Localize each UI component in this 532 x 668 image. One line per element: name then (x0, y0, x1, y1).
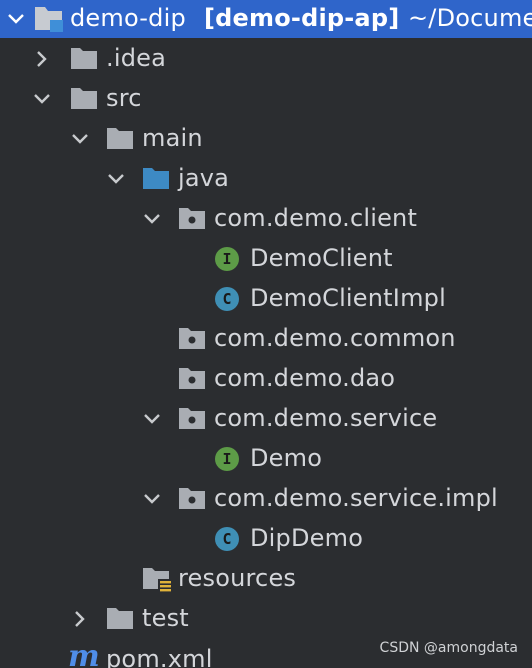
tree-row-resources[interactable]: resources (0, 559, 532, 599)
tree-row-com-demo-service-impl[interactable]: com.demo.service.impl (0, 479, 532, 519)
package-icon (179, 408, 205, 429)
tree-label: .idea (106, 44, 167, 72)
tree-label: com.demo.client (214, 204, 418, 232)
chevron-down-icon[interactable] (104, 167, 128, 191)
tree-row-pom-xml[interactable]: m pom.xml (0, 639, 532, 668)
module-folder-icon (35, 7, 63, 32)
tree-row-com-demo-dao[interactable]: com.demo.dao (0, 359, 532, 399)
chevron-down-icon[interactable] (4, 7, 28, 31)
tree-label: com.demo.dao (214, 364, 396, 392)
tree-label: DipDemo (250, 524, 364, 552)
package-icon (179, 488, 205, 509)
class-icon: C (215, 527, 239, 551)
chevron-down-icon[interactable] (140, 487, 164, 511)
interface-icon: I (215, 447, 239, 471)
project-path: ~/Docume (408, 4, 532, 32)
interface-icon: I (215, 247, 239, 271)
chevron-right-icon[interactable] (68, 607, 92, 631)
tree-row-main[interactable]: main (0, 119, 532, 159)
chevron-down-icon[interactable] (68, 127, 92, 151)
project-module: [demo-dip-ap] (204, 4, 400, 32)
tree-row-demo[interactable]: I Demo (0, 439, 532, 479)
source-folder-icon (143, 168, 169, 189)
tree-row-java[interactable]: java (0, 159, 532, 199)
chevron-down-icon[interactable] (140, 207, 164, 231)
package-icon (179, 208, 205, 229)
class-icon: C (215, 287, 239, 311)
package-icon (179, 328, 205, 349)
tree-row-src[interactable]: src (0, 79, 532, 119)
chevron-down-icon[interactable] (140, 407, 164, 431)
tree-row-democlientimpl[interactable]: C DemoClientImpl (0, 279, 532, 319)
package-icon (179, 368, 205, 389)
chevron-right-icon[interactable] (30, 47, 54, 71)
tree-label: main (142, 124, 203, 152)
tree-row-com-demo-common[interactable]: com.demo.common (0, 319, 532, 359)
tree-label: com.demo.service (214, 404, 438, 432)
folder-icon (107, 608, 133, 629)
tree-label: pom.xml (106, 645, 213, 668)
folder-icon (71, 48, 97, 69)
tree-label: Demo (250, 444, 323, 472)
folder-icon (107, 128, 133, 149)
tree-label: com.demo.service.impl (214, 484, 498, 512)
tree-row-democlient[interactable]: I DemoClient (0, 239, 532, 279)
tree-label: java (178, 164, 230, 192)
tree-row-com-demo-service[interactable]: com.demo.service (0, 399, 532, 439)
tree-row-idea[interactable]: .idea (0, 39, 532, 79)
tree-row-test[interactable]: test (0, 599, 532, 639)
tree-label: DemoClientImpl (250, 284, 446, 312)
tree-label: test (142, 604, 189, 632)
tree-label: DemoClient (250, 244, 393, 272)
maven-icon: m (68, 639, 100, 668)
chevron-down-icon[interactable] (30, 87, 54, 111)
tree-row-dipdemo[interactable]: C DipDemo (0, 519, 532, 559)
tree-label: src (106, 84, 142, 112)
watermark: CSDN @amongdata (379, 640, 518, 656)
folder-icon (71, 88, 97, 109)
tree-label: com.demo.common (214, 324, 456, 352)
resources-folder-icon (143, 568, 172, 593)
project-name: demo-dip (70, 4, 186, 32)
tree-row-project-root[interactable]: demo-dip [demo-dip-ap] ~/Docume (0, 0, 532, 38)
tree-row-com-demo-client[interactable]: com.demo.client (0, 199, 532, 239)
tree-label: resources (178, 564, 297, 592)
